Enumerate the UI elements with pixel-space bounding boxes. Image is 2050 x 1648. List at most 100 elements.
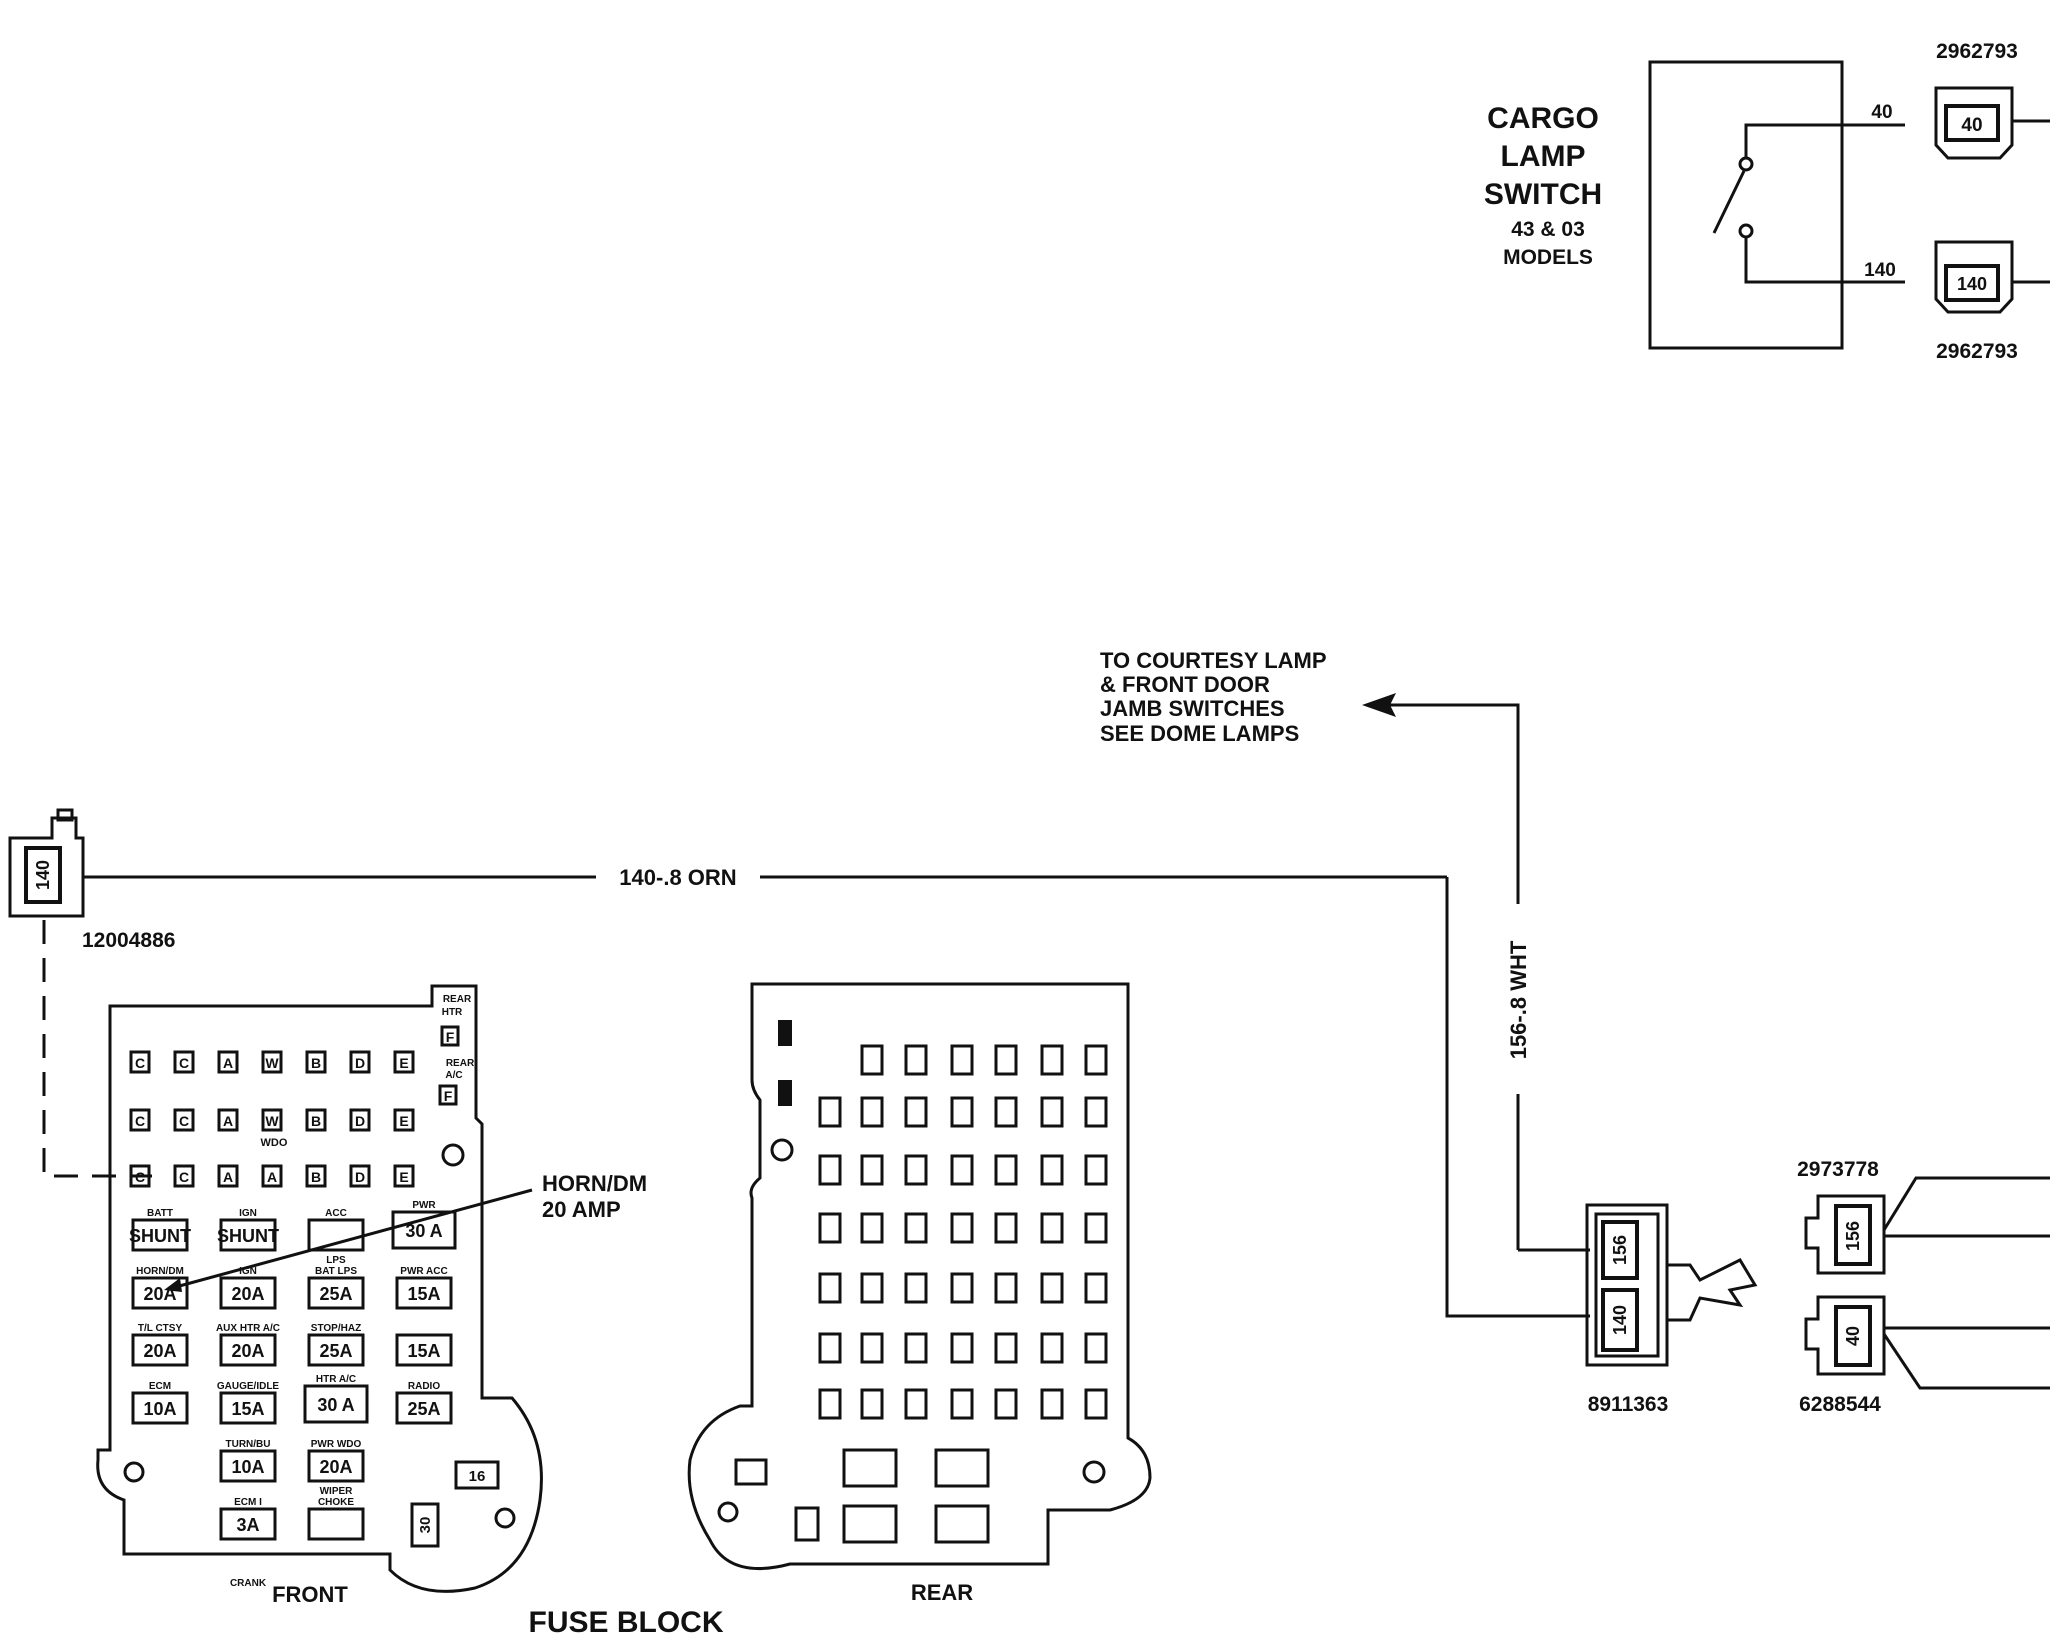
- rear-terminal: [1040, 1212, 1064, 1244]
- orn-wire: 140-.8 ORN: [83, 865, 1590, 1318]
- rear-terminals: [734, 1020, 1108, 1544]
- fuse-label: HTR A/C: [316, 1374, 356, 1385]
- relay-letter: D: [355, 1113, 365, 1129]
- connector-12004886: 140 12004886: [8, 808, 175, 1178]
- fuse-value: 15A: [407, 1284, 440, 1304]
- rear-terminal: [860, 1096, 884, 1128]
- rear-label: REAR: [911, 1580, 973, 1605]
- courtesy-lamp-note: TO COURTESY LAMP & FRONT DOOR JAMB SWITC…: [1100, 648, 1327, 746]
- horn-pointer: [171, 1188, 533, 1290]
- fuse-label: CHOKE: [318, 1497, 354, 1508]
- fuse-horn: [131, 1276, 189, 1310]
- fuse-bat_lps: [307, 1276, 365, 1310]
- rear-terminal: [994, 1044, 1018, 1076]
- switch-contact-top: [1744, 123, 1905, 161]
- rear-terminal: [1040, 1044, 1064, 1076]
- fuse-gauge: [219, 1391, 277, 1425]
- fuse-value: 30 A: [317, 1395, 354, 1415]
- connector-2973778-part: 2973778: [1797, 1158, 1879, 1181]
- rear-terminal: [818, 1212, 842, 1244]
- relay-letter: C: [135, 1169, 145, 1185]
- courtesy-line2: & FRONT DOOR: [1100, 672, 1270, 697]
- relay-letter: E: [399, 1113, 408, 1129]
- rear-relay: [934, 1448, 990, 1488]
- connector-6288544-pin: 40: [1843, 1326, 1863, 1346]
- relay-socket: [305, 1050, 327, 1074]
- relay-socket: [349, 1164, 371, 1188]
- relay-letter: W: [265, 1113, 279, 1129]
- small-16: [454, 1460, 500, 1490]
- rear-terminal: [904, 1044, 928, 1076]
- fuse-label: GAUGE/IDLE: [217, 1381, 280, 1392]
- part-number-top: 2962793: [1936, 40, 2018, 63]
- fuse-value: 25A: [407, 1399, 440, 1419]
- rear-terminal: [904, 1212, 928, 1244]
- fuse-label: PWR: [412, 1200, 436, 1211]
- fuse-pwr: [391, 1210, 457, 1250]
- rear-small-terminal: [734, 1458, 768, 1486]
- relay-letter: C: [179, 1113, 189, 1129]
- fuse-pwr_wdo: [307, 1449, 365, 1483]
- rear-terminal: [1040, 1332, 1064, 1364]
- rear-terminal: [1084, 1044, 1108, 1076]
- rear-terminal: [994, 1096, 1018, 1128]
- rear-terminal: [950, 1212, 974, 1244]
- relay-socket: [129, 1164, 151, 1188]
- fuse-label: IGN: [239, 1208, 257, 1219]
- cargo-sub-line1: 43 & 03: [1511, 218, 1585, 241]
- fuse-value: 25A: [319, 1341, 352, 1361]
- fuse-value: 15A: [231, 1399, 264, 1419]
- wire-label-40: 40: [1871, 102, 1892, 123]
- rear-terminal: [950, 1332, 974, 1364]
- cargo-connector-bottom: 140: [1934, 240, 2050, 314]
- relay-socket: [261, 1108, 283, 1132]
- svg-text:30: 30: [417, 1517, 434, 1534]
- fuse-ecm: [131, 1391, 189, 1425]
- switch-contact-bottom: [1744, 237, 1905, 284]
- rear-hole-top: [770, 1138, 794, 1162]
- fuse-value: 15A: [407, 1341, 440, 1361]
- fuse-value: 10A: [231, 1457, 264, 1477]
- relay-letter: A: [223, 1055, 233, 1071]
- fuse-stop_haz_v: [307, 1333, 365, 1367]
- relay-letter: B: [311, 1169, 321, 1185]
- cargo-connector-top: 40: [1934, 86, 2050, 160]
- rear-terminal: [860, 1332, 884, 1364]
- relay-letter: E: [399, 1055, 408, 1071]
- rear-terminal: [1084, 1388, 1108, 1420]
- relay-letter: C: [179, 1055, 189, 1071]
- relay-socket: [305, 1108, 327, 1132]
- fuse-aux_htr: [219, 1333, 277, 1367]
- rear-terminal: [950, 1272, 974, 1304]
- rear-terminal: [1084, 1096, 1108, 1128]
- rear-terminal: [994, 1212, 1018, 1244]
- fuse-label: ECM: [149, 1381, 171, 1392]
- relay-socket: [173, 1108, 195, 1132]
- svg-text:F: F: [446, 1029, 455, 1045]
- rear-terminal: [950, 1044, 974, 1076]
- relay-letter: A: [223, 1113, 233, 1129]
- fuse-pwr_acc: [395, 1276, 453, 1310]
- relay-socket: [173, 1050, 195, 1074]
- rear-terminal: [860, 1044, 884, 1076]
- rear-terminal: [778, 1020, 792, 1046]
- rear-terminal: [904, 1332, 928, 1364]
- rear-terminal: [994, 1332, 1018, 1364]
- fuse-label: STOP/HAZ: [311, 1323, 361, 1334]
- mount-hole-mid: [441, 1143, 465, 1167]
- front-outline: [96, 984, 543, 1593]
- dashed-link: [42, 920, 152, 1178]
- relay-socket: [217, 1164, 239, 1188]
- fuse-value: 10A: [143, 1399, 176, 1419]
- rear-terminal: [950, 1388, 974, 1420]
- horn-note-line2: 20 AMP: [542, 1197, 621, 1222]
- fuse-acc: [307, 1218, 365, 1252]
- relay-socket: [173, 1164, 195, 1188]
- fuse-ign1: [219, 1218, 277, 1252]
- fuse-value: 30 A: [405, 1221, 442, 1241]
- relay-socket: [349, 1050, 371, 1074]
- courtesy-line4: SEE DOME LAMPS: [1100, 721, 1299, 746]
- rear-small-terminal: [794, 1506, 820, 1542]
- wire-label-140-top: 140: [1864, 260, 1896, 281]
- fuse-value: 20A: [319, 1457, 352, 1477]
